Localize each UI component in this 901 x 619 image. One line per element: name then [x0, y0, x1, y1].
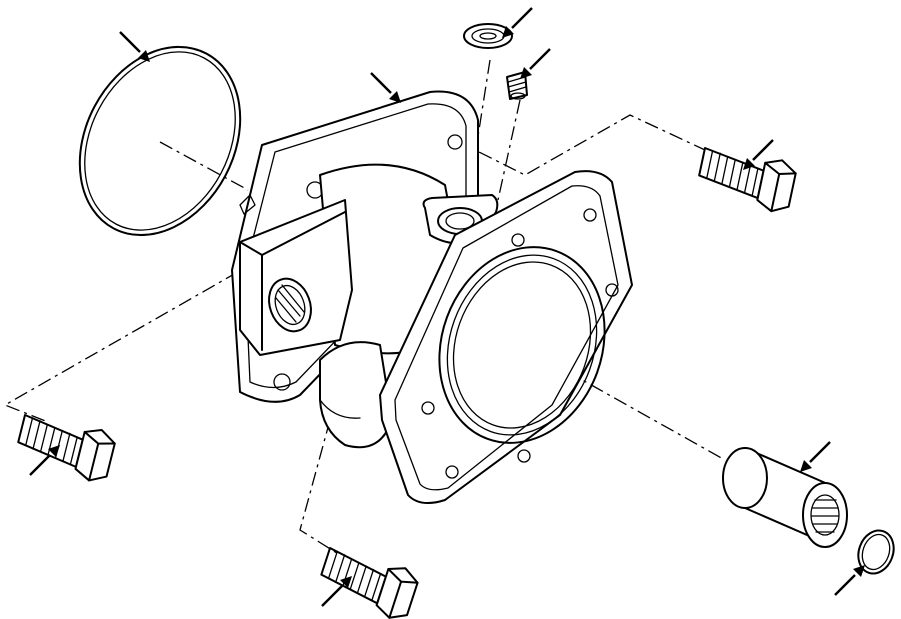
o-ring: [78, 45, 242, 237]
housing: [231, 90, 633, 505]
splined-coupler: [722, 447, 848, 548]
set-screw: [506, 71, 528, 100]
plug-seal: [463, 23, 513, 49]
snap-ring: [857, 529, 895, 575]
cap-screw-right: [694, 143, 799, 216]
cap-screw-left: [12, 410, 119, 486]
cap-screw-bottom: [314, 543, 422, 619]
